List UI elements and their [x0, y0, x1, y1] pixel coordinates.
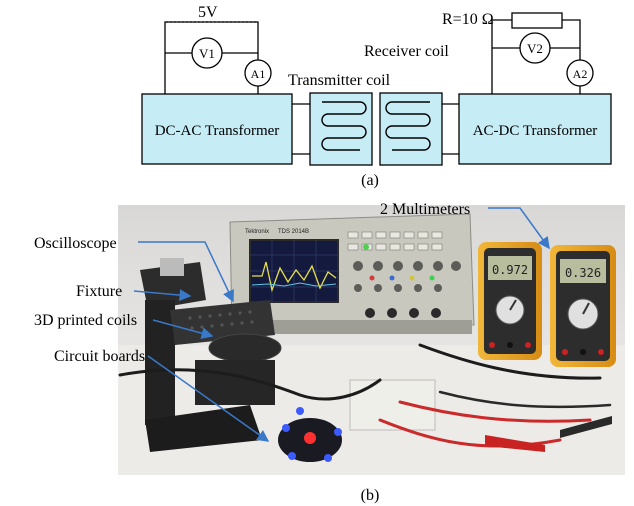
transmitter-coil: [309, 92, 373, 166]
v1-meter: [191, 37, 223, 69]
boards-arrow: [147, 355, 270, 442]
transmitter-label: Transmitter coil: [288, 72, 391, 89]
receiver-label: Receiver coil: [364, 43, 449, 60]
oscilloscope-label: Oscilloscope: [34, 235, 117, 252]
oscilloscope-arrow: [138, 241, 234, 303]
circuit-board: [278, 407, 342, 462]
resistance-label: R=10 Ω: [442, 11, 494, 28]
dc-ac-transformer-box: [141, 93, 293, 165]
multimeter-1: 0.972: [478, 242, 542, 360]
multimeters-arrow: [488, 207, 550, 250]
fixture-label: Fixture: [76, 283, 122, 300]
boards-label: Circuit boards: [54, 348, 145, 365]
probe-clip-black: [560, 416, 612, 438]
circuit-diagram: [141, 12, 612, 166]
breadboard: [349, 379, 436, 431]
scope-model: TDS 2014B: [278, 229, 309, 235]
scope-trace-2: [251, 282, 337, 287]
coils-label: 3D printed coils: [34, 312, 137, 329]
dc-ac-label: DC-AC Transformer: [155, 123, 280, 139]
voltage-label: 5V: [198, 4, 218, 21]
v2-meter: [519, 32, 551, 64]
photo: Tektronix TDS 2014B 0.972: [118, 205, 625, 475]
ac-dc-label: AC-DC Transformer: [473, 123, 598, 139]
probe-clip-red: [485, 435, 545, 452]
fixture-arrow: [133, 289, 192, 302]
multimeters-label: 2 Multimeters: [380, 201, 470, 218]
multimeter-2-lcd: [560, 259, 606, 283]
caption-a: (a): [361, 172, 379, 189]
printed-coil: [208, 333, 282, 363]
multimeter-2-reading: 0.326: [565, 266, 601, 280]
multimeter-1-reading: 0.972: [492, 263, 528, 277]
multimeter-2: 0.326: [550, 245, 616, 367]
oscilloscope: Tektronix TDS 2014B: [229, 213, 475, 334]
caption-b: (b): [361, 487, 380, 504]
a1-label: A1: [251, 67, 266, 81]
resistor: [511, 12, 563, 29]
ac-dc-transformer-box: [458, 93, 612, 165]
fixture: [140, 258, 282, 452]
multimeter-1-lcd: [488, 256, 532, 280]
cables: [118, 343, 612, 448]
a2-label: A2: [573, 67, 588, 81]
v2-label: V2: [527, 41, 543, 56]
scope-brand: Tektronix: [245, 229, 269, 235]
receiver-coil: [379, 92, 443, 166]
coils-arrow: [152, 319, 214, 340]
annotation-arrows: [133, 207, 550, 442]
v1-label: V1: [199, 46, 215, 61]
